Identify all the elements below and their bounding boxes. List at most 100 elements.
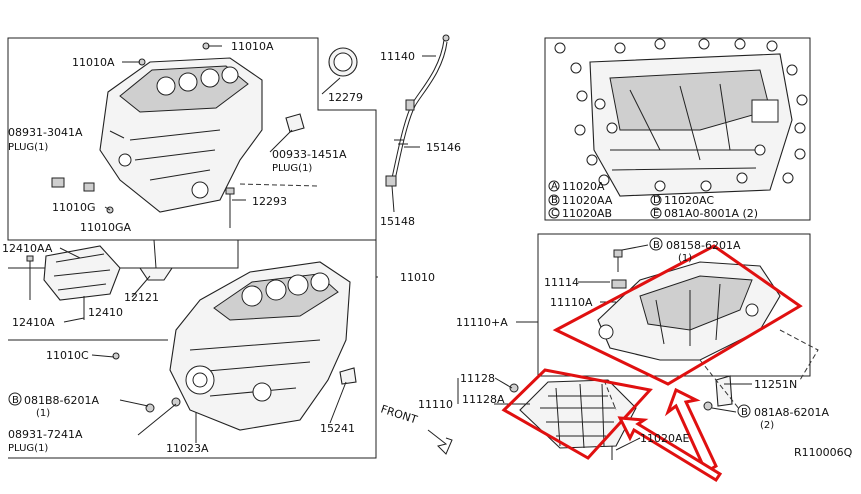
legend-text-d: 11020AC: [664, 194, 714, 207]
label-11010g: 11010G: [52, 201, 96, 214]
label-00933-1451a: 00933-1451A: [272, 148, 347, 161]
legend-marker-d: [650, 194, 662, 206]
legend-marker-a-text: A: [551, 181, 558, 192]
red-arrow-lower: [617, 416, 723, 483]
legend-marker-c: [548, 207, 560, 219]
lower-oil-pan: [509, 379, 637, 460]
label-081b8-6201a: 081B8-6201A: [24, 394, 100, 407]
cylinder-block-main: [112, 261, 357, 431]
label-11140: 11140: [380, 50, 415, 63]
bolt-position-marker: [786, 64, 798, 76]
bolt-position-marker: [654, 38, 666, 50]
legend-text-c: 11020AB: [562, 207, 612, 220]
label-plug-3: PLUG(1): [8, 443, 48, 454]
legend-text-b: 11020AA: [562, 194, 613, 207]
circle-b-text-2: B: [653, 240, 660, 251]
bolt-position-marker: [654, 180, 666, 192]
label-11010: 11010: [400, 271, 435, 284]
circle-b-marker-3: [737, 404, 751, 418]
legend-marker-b-text: B: [551, 195, 558, 206]
label-plug-1: PLUG(1): [8, 142, 48, 153]
bolt-position-marker: [574, 124, 586, 136]
label-15146: 15146: [426, 141, 461, 154]
legend-marker-e: [650, 207, 662, 219]
label-081a8-6201a: 081A8-6201A: [754, 406, 829, 419]
label-qty-1: (1): [36, 408, 50, 419]
circle-b-text-1: B: [12, 395, 19, 406]
bolt-position-marker: [698, 38, 710, 50]
label-11010a-left: 11010A: [72, 56, 115, 69]
label-11020ae: 11020AE: [640, 432, 690, 445]
dashed-guides: [603, 329, 819, 411]
bolt-position-marker: [754, 144, 766, 156]
label-qty-3: (2): [760, 420, 774, 431]
bolt-position-marker: [606, 122, 618, 134]
label-11110-plus-a: 11110+A: [456, 316, 508, 329]
label-12121: 12121: [124, 291, 159, 304]
red-highlights: [501, 244, 803, 483]
oil-pan-top-view: [589, 53, 793, 197]
label-11251n: 11251N: [754, 378, 797, 391]
bolt-position-marker: [736, 172, 748, 184]
label-plug-2: PLUG(1): [272, 163, 312, 174]
label-12410: 12410: [88, 306, 123, 319]
legend-marker-d-text: D: [653, 195, 661, 206]
label-12293: 12293: [252, 195, 287, 208]
label-12279: 12279: [328, 91, 363, 104]
upper-oil-pan: [597, 249, 781, 361]
label-11110a: 11110A: [550, 296, 593, 309]
cylinder-block-upper: [51, 42, 358, 228]
label-11114: 11114: [544, 276, 579, 289]
legend-marker-b: [548, 194, 560, 206]
circle-b-marker-2: [649, 237, 663, 251]
bolt-position-marker: [794, 122, 806, 134]
bolt-position-marker: [586, 154, 598, 166]
highlight-upper-pan: [552, 244, 803, 386]
label-qty-2: (1): [678, 253, 692, 264]
label-15241: 15241: [320, 422, 355, 435]
bolt-position-marker: [614, 42, 626, 54]
legend-marker-a: [548, 180, 560, 192]
bolt-position-marker: [700, 180, 712, 192]
bolt-position-marker: [598, 174, 610, 186]
circle-b-marker-1: [8, 392, 22, 406]
legend-marker-c-text: C: [551, 208, 558, 219]
legend-text-e: 081A0-8001A (2): [664, 207, 758, 220]
bolt-position-marker: [554, 42, 566, 54]
label-11110: 11110: [418, 398, 453, 411]
baffle-12410: [26, 239, 174, 320]
label-08158-6201a: 08158-6201A: [666, 239, 741, 252]
oil-gauge: [385, 34, 450, 187]
bolt-position-marker: [782, 172, 794, 184]
bolt-position-marker: [796, 94, 808, 106]
circle-b-text-3: B: [741, 407, 748, 418]
frames: [7, 37, 811, 459]
red-arrow-upper: [664, 387, 718, 475]
bolt-position-marker: [576, 90, 588, 102]
label-11010a-top: 11010A: [231, 40, 274, 53]
label-08931-3041a: 08931-3041A: [8, 126, 83, 139]
legend-marker-e-text: E: [653, 208, 659, 219]
bolt-position-marker: [766, 40, 778, 52]
label-11023a: 11023A: [166, 442, 209, 455]
bolt-position-marker: [570, 62, 582, 74]
label-15148: 15148: [380, 215, 415, 228]
legend: A 11020A B 11020AA C 11020AB D 11020AC E…: [548, 180, 758, 220]
label-12410a: 12410A: [12, 316, 55, 329]
label-11010c: 11010C: [46, 349, 89, 362]
label-11128: 11128: [460, 372, 495, 385]
legend-text-a: 11020A: [562, 180, 605, 193]
bolt-position-marker: [794, 148, 806, 160]
top-view-markers: [554, 38, 808, 192]
label-front: FRONT: [379, 402, 419, 426]
label-08931-7241a: 08931-7241A: [8, 428, 83, 441]
highlight-lower-pan: [501, 368, 653, 460]
front-arrow: [427, 429, 453, 455]
bolt-position-marker: [734, 38, 746, 50]
label-11010ga: 11010GA: [80, 221, 132, 234]
label-diagram-code: R110006Q: [794, 446, 853, 459]
label-12410aa: 12410AA: [2, 242, 53, 255]
label-11128a: 11128A: [462, 393, 505, 406]
